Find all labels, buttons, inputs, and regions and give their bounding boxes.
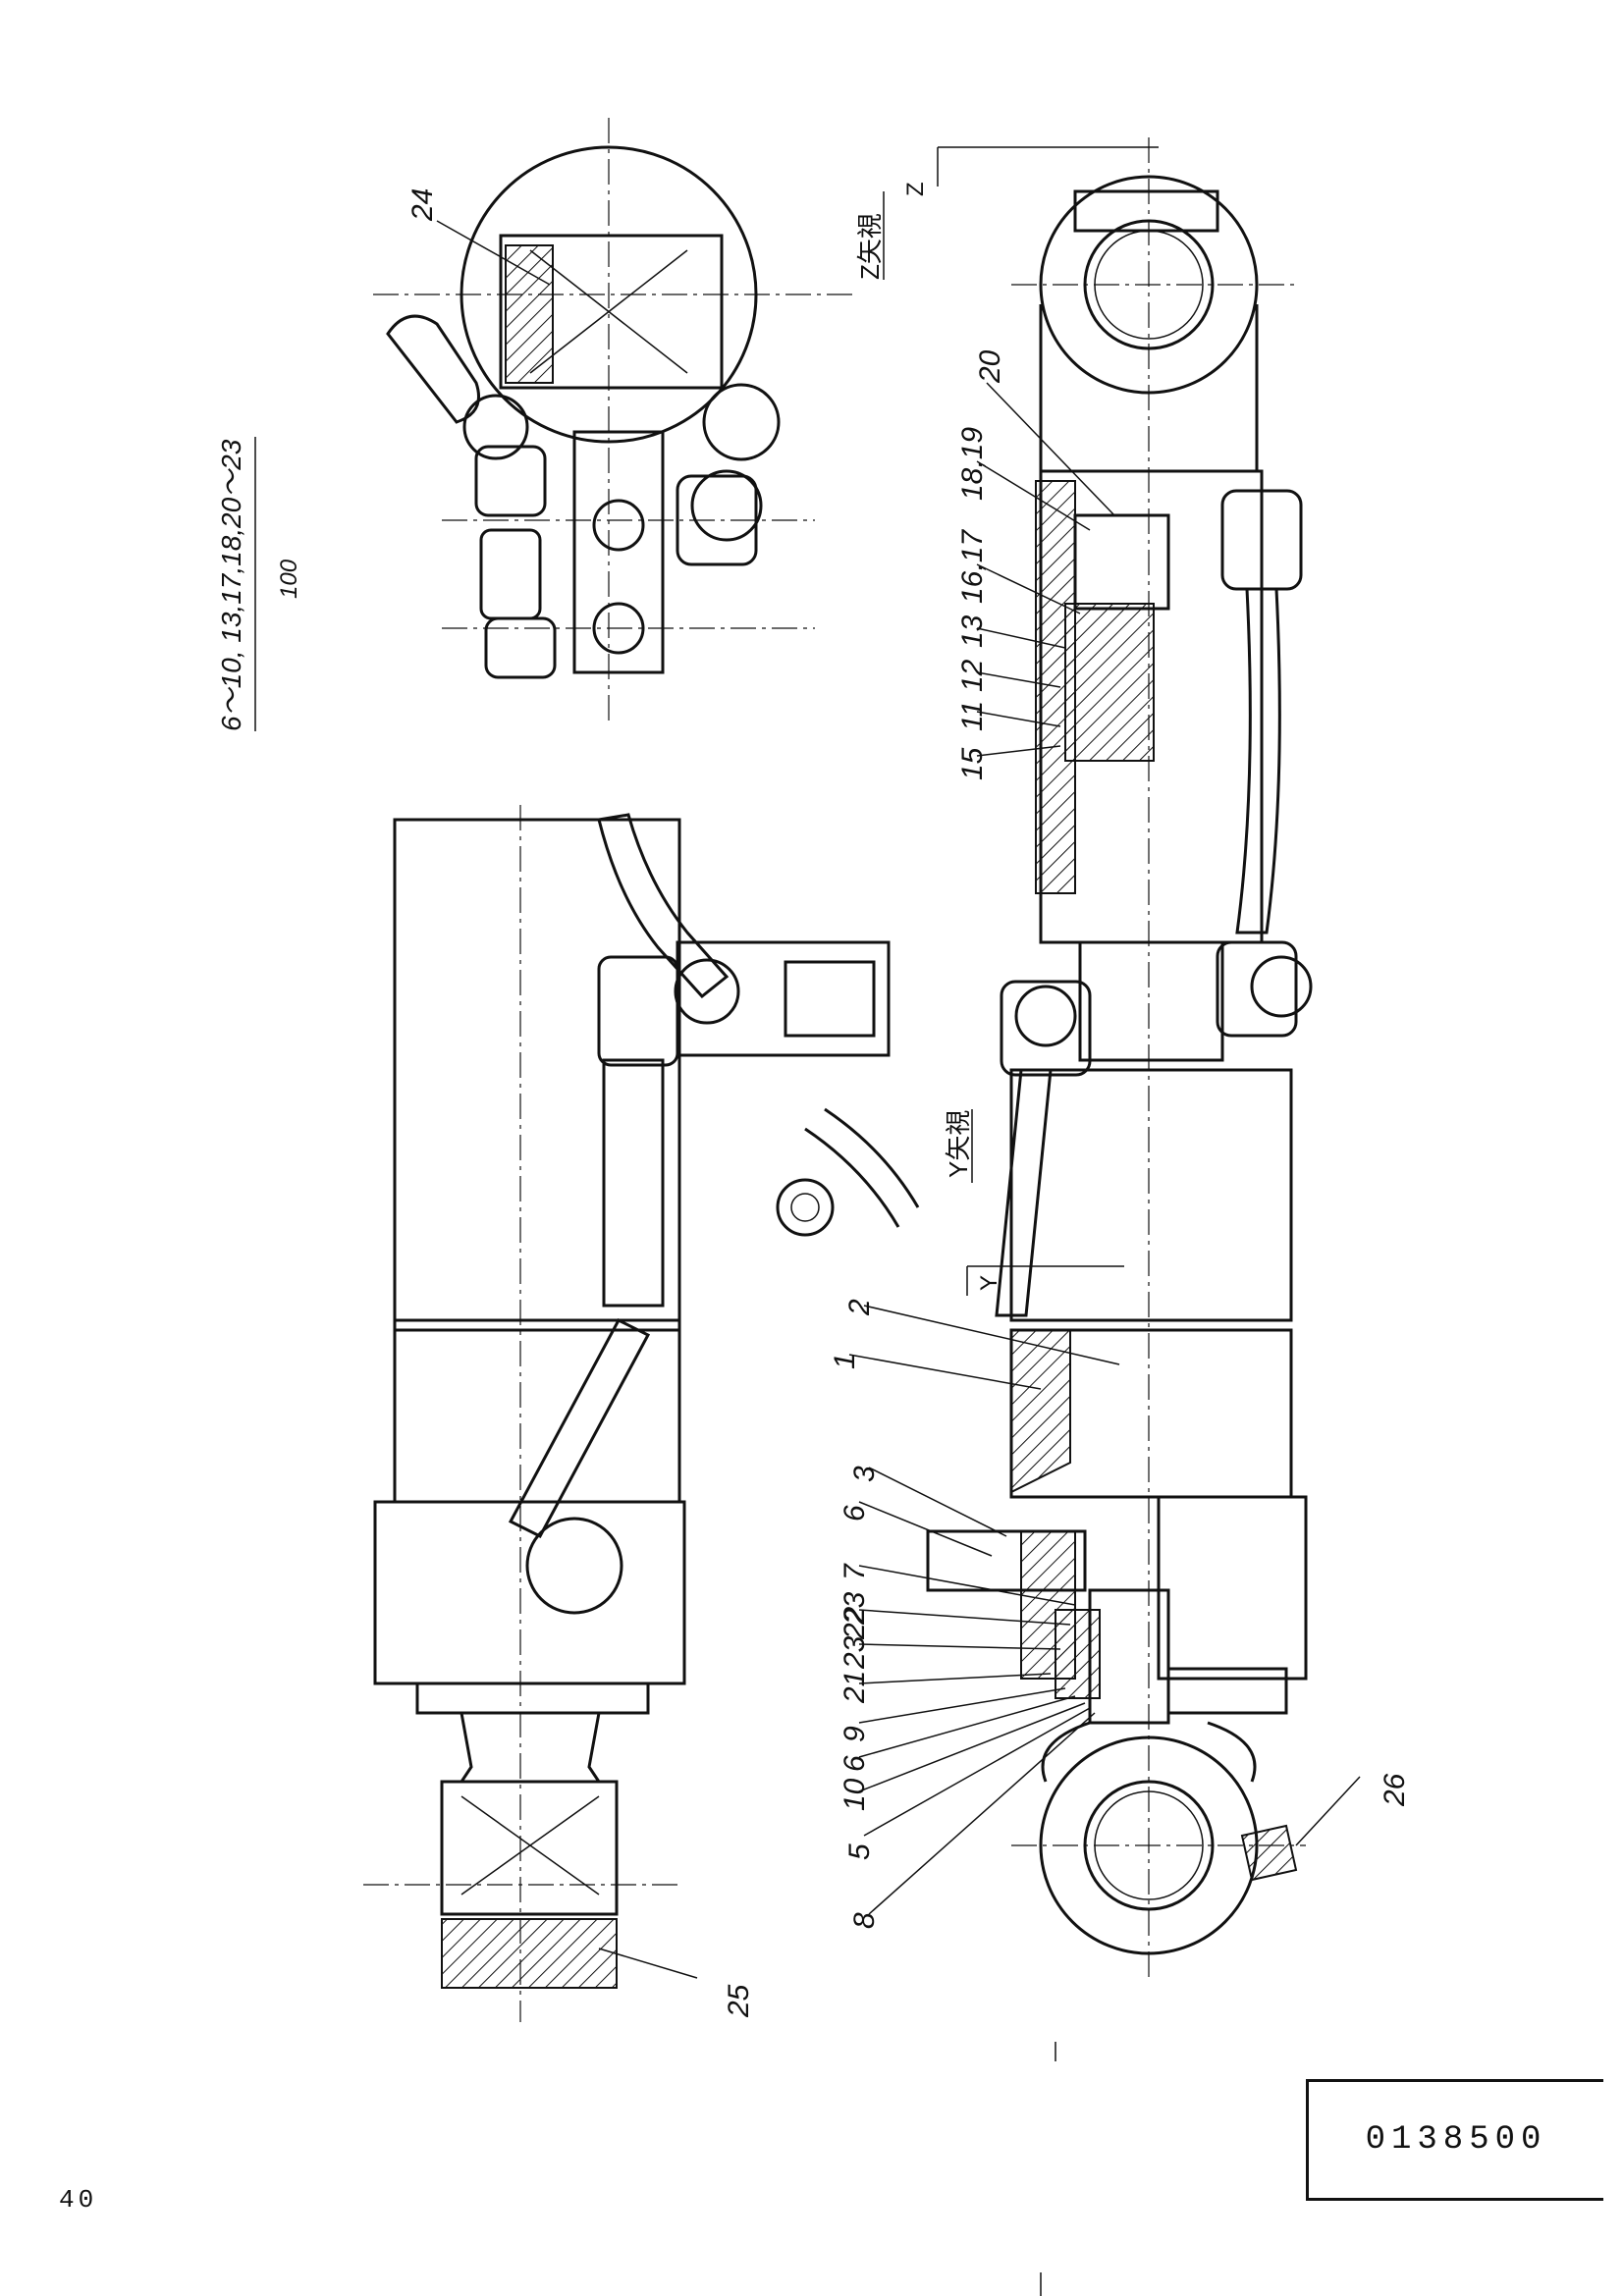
callout-7: 7 (839, 1563, 871, 1580)
y-marker: Y (976, 1275, 1002, 1291)
callout-9: 9 (839, 1726, 871, 1742)
callout-23b: 23 (839, 1635, 871, 1670)
callout-6b: 6 (839, 1755, 871, 1772)
callout-18-19: 18,19 (956, 427, 989, 501)
side-view: 25 (363, 805, 920, 2022)
callout-23a: 23 (839, 1591, 871, 1626)
callout-21: 21 (839, 1671, 871, 1704)
z-view-label: Z矢視 (855, 213, 885, 280)
callout-12: 12 (956, 659, 989, 692)
callout-25: 25 (723, 1984, 755, 2018)
callout-10: 10 (839, 1778, 871, 1811)
callout-16-17: 16,17 (956, 529, 989, 604)
callout-22: 22 (839, 1606, 871, 1640)
callout-20: 20 (974, 349, 1006, 384)
y-view-label: Y矢視 (944, 1110, 973, 1178)
section-view: 26 Z矢視 Z Y矢視 Y (855, 137, 1411, 1983)
callout-5: 5 (843, 1843, 876, 1860)
z-marker: Z (902, 182, 929, 196)
end-view: 24 (373, 118, 854, 726)
callout-3: 3 (848, 1466, 881, 1482)
callout-8: 8 (848, 1912, 881, 1929)
callout-26: 26 (1379, 1773, 1411, 1807)
parts-note-quantity: 100 (276, 559, 302, 599)
document-code: 0138500 (1365, 2121, 1547, 2159)
callout-1: 1 (829, 1353, 861, 1369)
callout-labels: 20 18,19 16,17 13 12 11 15 2 1 3 6 7 23 … (829, 349, 1120, 1929)
document-code-box: 0138500 (1306, 2079, 1603, 2201)
callout-24: 24 (406, 188, 439, 222)
callout-11: 11 (956, 701, 989, 731)
callout-13: 13 (956, 614, 989, 648)
callout-15: 15 (956, 747, 989, 780)
parts-note-items: 6～10, 13,17,18,20～23 (216, 439, 246, 731)
page-number: 40 (59, 2185, 98, 2215)
callout-6a: 6 (839, 1505, 871, 1522)
parts-note: 6～10, 13,17,18,20～23 100 (216, 437, 302, 731)
callout-2: 2 (843, 1299, 876, 1316)
